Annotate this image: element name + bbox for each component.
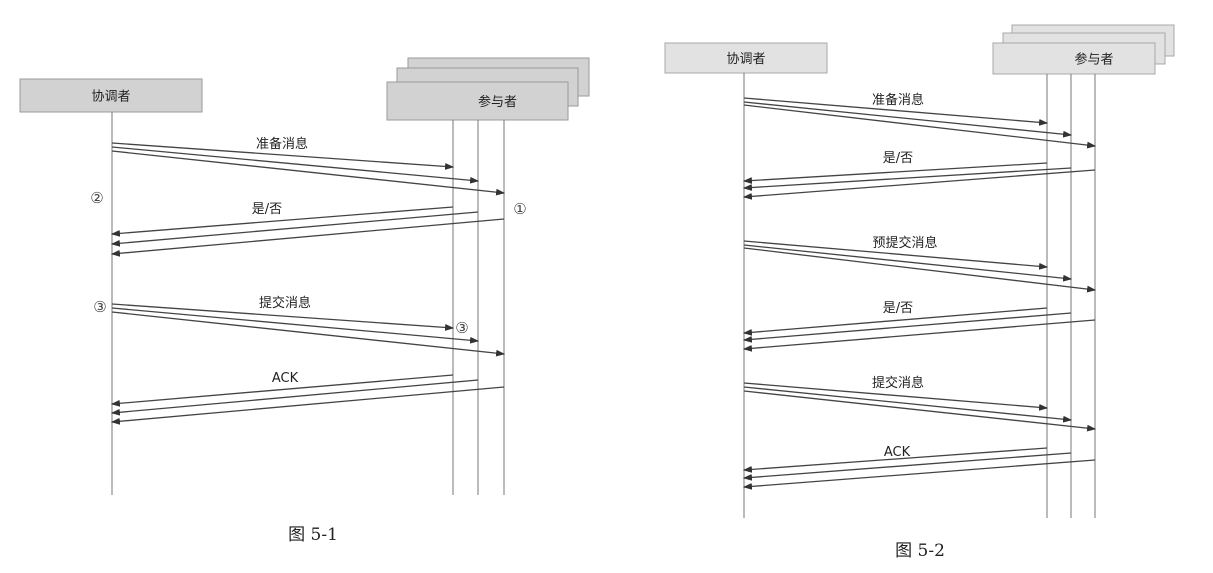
message-arrow: [742, 319, 1096, 352]
coordinator-label: 协调者: [91, 90, 130, 105]
message-arrow: [742, 459, 1096, 490]
message-arrow: [743, 390, 1097, 432]
message-arrow: [743, 386, 1073, 423]
step-annotation: ③: [93, 298, 106, 316]
message-arrow: [110, 379, 479, 416]
message-label: 是/否: [883, 301, 913, 316]
message-arrow: [111, 307, 480, 344]
message-label: 准备消息: [256, 136, 308, 152]
participant-label: 参与者: [1074, 52, 1113, 68]
message-label: 提交消息: [259, 295, 311, 311]
message-arrow: [742, 452, 1072, 481]
message-arrow: [110, 206, 454, 237]
message-label: ACK: [884, 445, 911, 460]
message-arrow: [111, 146, 480, 184]
participant-box: [386, 81, 569, 121]
figure-2: 协调者参与者准备消息是/否预提交消息是/否提交消息ACK图 5-2: [664, 24, 1175, 561]
message-arrow: [743, 247, 1097, 293]
participant-box: [992, 42, 1156, 75]
message-label: 预提交消息: [872, 235, 937, 251]
step-annotation: ①: [513, 200, 526, 218]
message-arrow: [742, 169, 1096, 200]
message-label: 准备消息: [872, 92, 924, 108]
message-arrow: [743, 104, 1097, 149]
message-arrow: [742, 447, 1048, 473]
figure-caption: 图 5-1: [288, 525, 338, 545]
message-arrow: [742, 167, 1072, 191]
message-arrow: [110, 386, 505, 425]
message-arrow: [111, 150, 506, 196]
message-arrow: [742, 312, 1072, 343]
message-arrow: [111, 311, 506, 357]
message-label: 是/否: [883, 151, 913, 166]
figure-caption: 图 5-2: [895, 541, 945, 561]
message-arrow: [743, 244, 1073, 282]
message-arrow: [110, 218, 505, 257]
step-annotation: ③: [455, 319, 468, 337]
coordinator-box: [664, 42, 828, 74]
participant-label: 参与者: [478, 94, 517, 110]
coordinator-label: 协调者: [726, 52, 765, 67]
message-arrow: [743, 382, 1049, 411]
message-label: 提交消息: [872, 375, 924, 391]
message-arrow: [742, 307, 1048, 336]
message-arrow: [111, 303, 455, 331]
message-arrow: [743, 240, 1049, 270]
message-arrow: [742, 162, 1048, 184]
message-label: ACK: [272, 371, 299, 386]
step-annotation: ②: [90, 189, 103, 207]
message-arrow: [110, 211, 479, 247]
message-label: 是/否: [252, 202, 282, 217]
coordinator-box: [19, 78, 203, 113]
message-arrow: [111, 142, 455, 170]
message-arrow: [110, 374, 454, 407]
message-arrow: [743, 97, 1049, 126]
message-arrow: [743, 101, 1073, 138]
